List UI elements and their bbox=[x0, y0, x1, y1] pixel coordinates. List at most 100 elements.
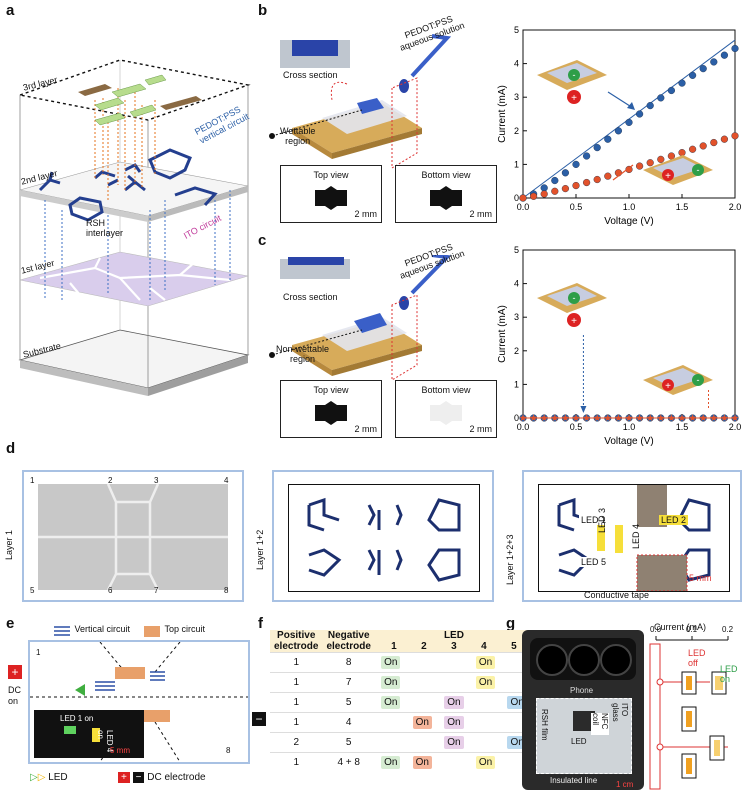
legend-led: ▷▷ LED bbox=[30, 772, 68, 783]
data-point bbox=[593, 144, 601, 152]
label-layer123: Layer 1+2+3 bbox=[505, 534, 515, 585]
data-point bbox=[731, 44, 739, 53]
data-point bbox=[519, 414, 527, 421]
label-rsh-film: RSH film bbox=[540, 709, 549, 741]
layer-schematic bbox=[17, 59, 251, 396]
cell-negative: 7 bbox=[345, 677, 352, 688]
top-view-shape bbox=[315, 401, 347, 425]
cell-positive: 1 bbox=[293, 717, 300, 728]
scale-bar: 2 mm bbox=[469, 209, 493, 219]
top-view-box-b: Top view 2 mm bbox=[280, 165, 382, 223]
data-point bbox=[604, 135, 612, 143]
bottom-view-box-b: Bottom view 2 mm bbox=[395, 165, 497, 223]
cell-led-5: On bbox=[501, 733, 533, 753]
on-badge: On bbox=[444, 716, 464, 729]
data-point bbox=[540, 184, 548, 192]
cell-led-2 bbox=[407, 653, 439, 673]
cell-led-3: On bbox=[438, 733, 470, 753]
current-scale bbox=[649, 636, 729, 790]
device-on-phone: RSH film LED NFC coil ITO glass bbox=[536, 698, 632, 774]
wettable-schematic bbox=[269, 34, 452, 169]
data-point bbox=[699, 414, 707, 421]
data-point bbox=[657, 414, 665, 421]
top-circuit-swatch bbox=[144, 626, 160, 637]
svg-text:+: + bbox=[571, 316, 577, 327]
cell-negative: 5 bbox=[345, 697, 352, 708]
nonwettable-schematic bbox=[269, 255, 452, 381]
bottom-view-title: Bottom view bbox=[421, 385, 471, 395]
data-point bbox=[731, 132, 739, 140]
y-tick-label: 4 bbox=[514, 59, 519, 69]
label-ito-glass: ITO glass bbox=[611, 703, 629, 722]
data-point bbox=[572, 160, 580, 169]
pad-number: 5 bbox=[30, 586, 35, 595]
data-point bbox=[731, 414, 739, 421]
cell-led-3 bbox=[438, 653, 470, 673]
data-point bbox=[710, 414, 718, 421]
data-point bbox=[604, 414, 612, 421]
cell-positive: 1 bbox=[293, 757, 300, 768]
inset-device-3: - + bbox=[537, 283, 607, 327]
data-point bbox=[593, 175, 601, 184]
data-point bbox=[678, 79, 686, 87]
led1-tag: LED 1 bbox=[579, 515, 609, 525]
data-point bbox=[646, 101, 654, 110]
data-point bbox=[614, 127, 623, 135]
data-point bbox=[636, 110, 644, 118]
cell-led-1 bbox=[375, 733, 407, 753]
data-point bbox=[614, 169, 623, 177]
cell-led-2: On bbox=[407, 713, 439, 733]
pad-number: 8 bbox=[226, 746, 231, 755]
panel-label-g: g bbox=[506, 615, 516, 632]
data-point bbox=[582, 178, 591, 187]
cell-positive: 1 bbox=[293, 697, 300, 708]
led-chip bbox=[573, 711, 595, 731]
cell-led-3: On bbox=[438, 693, 470, 713]
led3-tag: LED 3 bbox=[597, 507, 607, 533]
on-badge: On bbox=[381, 676, 401, 689]
on-badge: On bbox=[475, 676, 496, 689]
tick-label: 0.0 bbox=[650, 625, 662, 634]
cell-led-4 bbox=[470, 713, 502, 733]
cell-led-1: On bbox=[375, 693, 407, 713]
label-current-axis: Current (mA) bbox=[654, 622, 707, 632]
dc-plus-icon: + bbox=[8, 665, 22, 679]
panel-label-a: a bbox=[6, 2, 15, 19]
y-tick-label: 2 bbox=[514, 346, 519, 356]
cell-led-1: On bbox=[375, 653, 407, 673]
layer12-frame bbox=[272, 470, 494, 602]
led-number: 4 bbox=[481, 641, 487, 652]
led2-tag: LED 2 bbox=[659, 515, 689, 525]
arrow-blue bbox=[607, 91, 634, 109]
panel-label-b: b bbox=[258, 2, 268, 19]
led4-tag: LED 4 bbox=[631, 523, 641, 549]
svg-text:-: - bbox=[573, 70, 576, 80]
data-point bbox=[551, 187, 559, 195]
minus-icon: − bbox=[132, 772, 145, 783]
data-point bbox=[667, 86, 676, 95]
y-tick-label: 4 bbox=[514, 279, 519, 289]
label-layer12: Layer 1+2 bbox=[255, 529, 265, 570]
data-point bbox=[710, 58, 718, 66]
data-point bbox=[689, 71, 697, 79]
x-tick-label: 0.5 bbox=[570, 202, 583, 212]
y-axis-label: Current (mA) bbox=[497, 305, 508, 363]
pad-number: 1 bbox=[30, 476, 35, 485]
on-badge: On bbox=[412, 716, 432, 729]
led-yellow-icon: ▷ bbox=[37, 772, 46, 783]
cell-negative: 8 bbox=[345, 657, 352, 668]
scale-bar: 2 mm bbox=[469, 424, 493, 434]
cell-positive: 2 bbox=[293, 737, 300, 748]
data-point bbox=[689, 414, 697, 421]
data-point bbox=[561, 184, 570, 193]
pad-number: 2 bbox=[108, 476, 113, 485]
top-view-title: Top view bbox=[313, 385, 349, 395]
